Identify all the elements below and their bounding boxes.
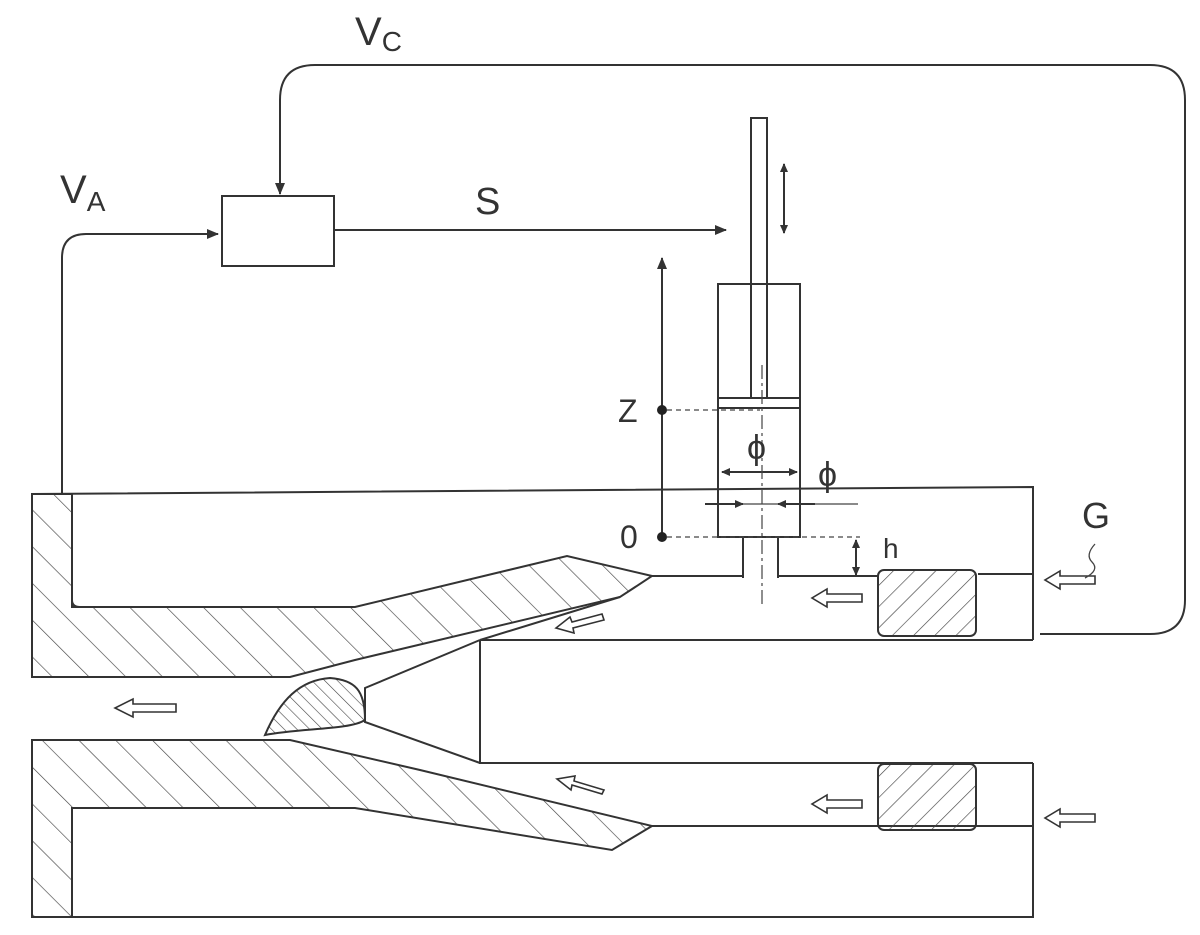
g-inflow-arrow — [1043, 569, 1096, 591]
body-top-edge — [31, 485, 1034, 574]
labels: VC VA S Z 0 ϕ ϕ h G — [60, 10, 1110, 564]
phi-inner-label: ϕ — [747, 429, 766, 467]
piston-rod — [750, 117, 768, 399]
lower-wall-hatch — [31, 739, 655, 918]
plug-body — [479, 640, 1033, 764]
lower-body-edge — [72, 825, 1034, 918]
h-label: h — [883, 533, 899, 564]
vc-label: VC — [355, 10, 402, 57]
upper-chamber-arrow — [810, 587, 863, 609]
nozzle-body — [31, 485, 1034, 918]
phi-outer-label: ϕ — [818, 456, 837, 494]
actuator — [705, 117, 858, 605]
g-label: G — [1082, 495, 1110, 536]
s-label: S — [475, 181, 500, 223]
va-label: VA — [60, 168, 106, 217]
outflow-arrow — [113, 697, 177, 719]
upper-wall-hatch — [31, 493, 655, 678]
z-point — [657, 405, 667, 415]
z-axis — [657, 257, 860, 576]
upper-cavity — [71, 494, 81, 608]
lower-inflow-arrow — [1043, 807, 1096, 829]
vc-signal-line — [275, 64, 1186, 635]
valve-stem — [742, 537, 779, 578]
deposit-shape — [263, 676, 367, 737]
upper-seal-block — [877, 569, 977, 637]
zero-point — [657, 532, 667, 542]
lower-chamber-arrow — [810, 793, 863, 815]
zero-label: 0 — [620, 519, 638, 555]
upper-channel-arrow — [554, 613, 606, 635]
controller-box — [221, 195, 335, 267]
flow-arrows — [113, 569, 1096, 829]
lower-seal-block — [877, 763, 977, 831]
control-loop — [61, 64, 1186, 635]
va-signal-line — [61, 229, 219, 495]
z-label: Z — [618, 393, 638, 429]
g-leader — [1084, 543, 1096, 579]
lower-channel-arrow — [555, 775, 606, 795]
plug-tip — [364, 639, 481, 764]
